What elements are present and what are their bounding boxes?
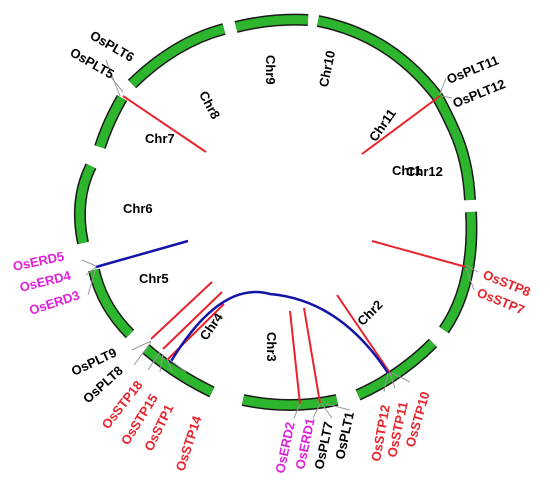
leader-lines — [81, 59, 479, 419]
tick-chr2 — [336, 294, 391, 374]
chr-label-5: Chr5 — [139, 271, 169, 286]
tick-chr7 — [122, 95, 207, 153]
chr-label-2: Chr2 — [354, 297, 386, 329]
chromosome-segment-chr7-fill — [95, 95, 126, 149]
chr-label-1: Chr1 — [392, 163, 422, 178]
chromosome-segment-chr9-fill — [234, 15, 309, 32]
chr-label-9: Chr9 — [263, 55, 278, 85]
gene-label-oserd3: OsERD3 — [27, 288, 81, 318]
chr-label-3: Chr3 — [264, 332, 279, 362]
tick-chr1 — [371, 240, 467, 268]
chromosome-segment-chr3-fill — [242, 395, 338, 410]
chromosome-segment-chr8-fill — [128, 24, 226, 88]
chr-label-12: Chr12 — [406, 164, 443, 179]
tick-chr3-a — [289, 310, 301, 405]
chromosome-segment-chr12-fill — [449, 128, 475, 201]
tick-chr11 — [361, 95, 441, 155]
chromosome-segment-chr6-fill — [75, 163, 96, 244]
chromosome-labels: Chr1 Chr2 Chr3 Chr4 Chr5 Chr6 Chr7 Chr8 … — [123, 49, 443, 361]
chr-label-8: Chr8 — [196, 88, 223, 121]
tick-chr4-b — [162, 291, 223, 350]
chromosome-segment-chr5-fill — [89, 268, 134, 338]
tick-chr4-a — [150, 281, 213, 340]
chr-label-7: Chr7 — [145, 131, 175, 146]
synteny-links — [95, 239, 390, 374]
tick-chr3-b — [303, 307, 321, 404]
chromosome-segment-chr2-fill — [356, 339, 437, 400]
chromosome-segment-chr4-fill — [143, 345, 214, 397]
chr-label-6: Chr6 — [123, 201, 153, 216]
chromosome-ring — [73, 13, 478, 411]
gene-label-osstp14: OsSTP14 — [173, 413, 205, 473]
chromosome-segment-chr1-fill — [440, 211, 476, 333]
link-chr4-chr2 — [168, 290, 390, 374]
link-chr5-chr6 — [95, 239, 189, 269]
chromosome-segment-chr11-fill — [433, 93, 459, 132]
chr-label-10: Chr10 — [316, 49, 338, 88]
gene-label-osplt1: OsPLT1 — [332, 410, 357, 460]
chromosome-segment-chr10-fill — [317, 16, 441, 99]
gene-ticks — [122, 95, 467, 405]
